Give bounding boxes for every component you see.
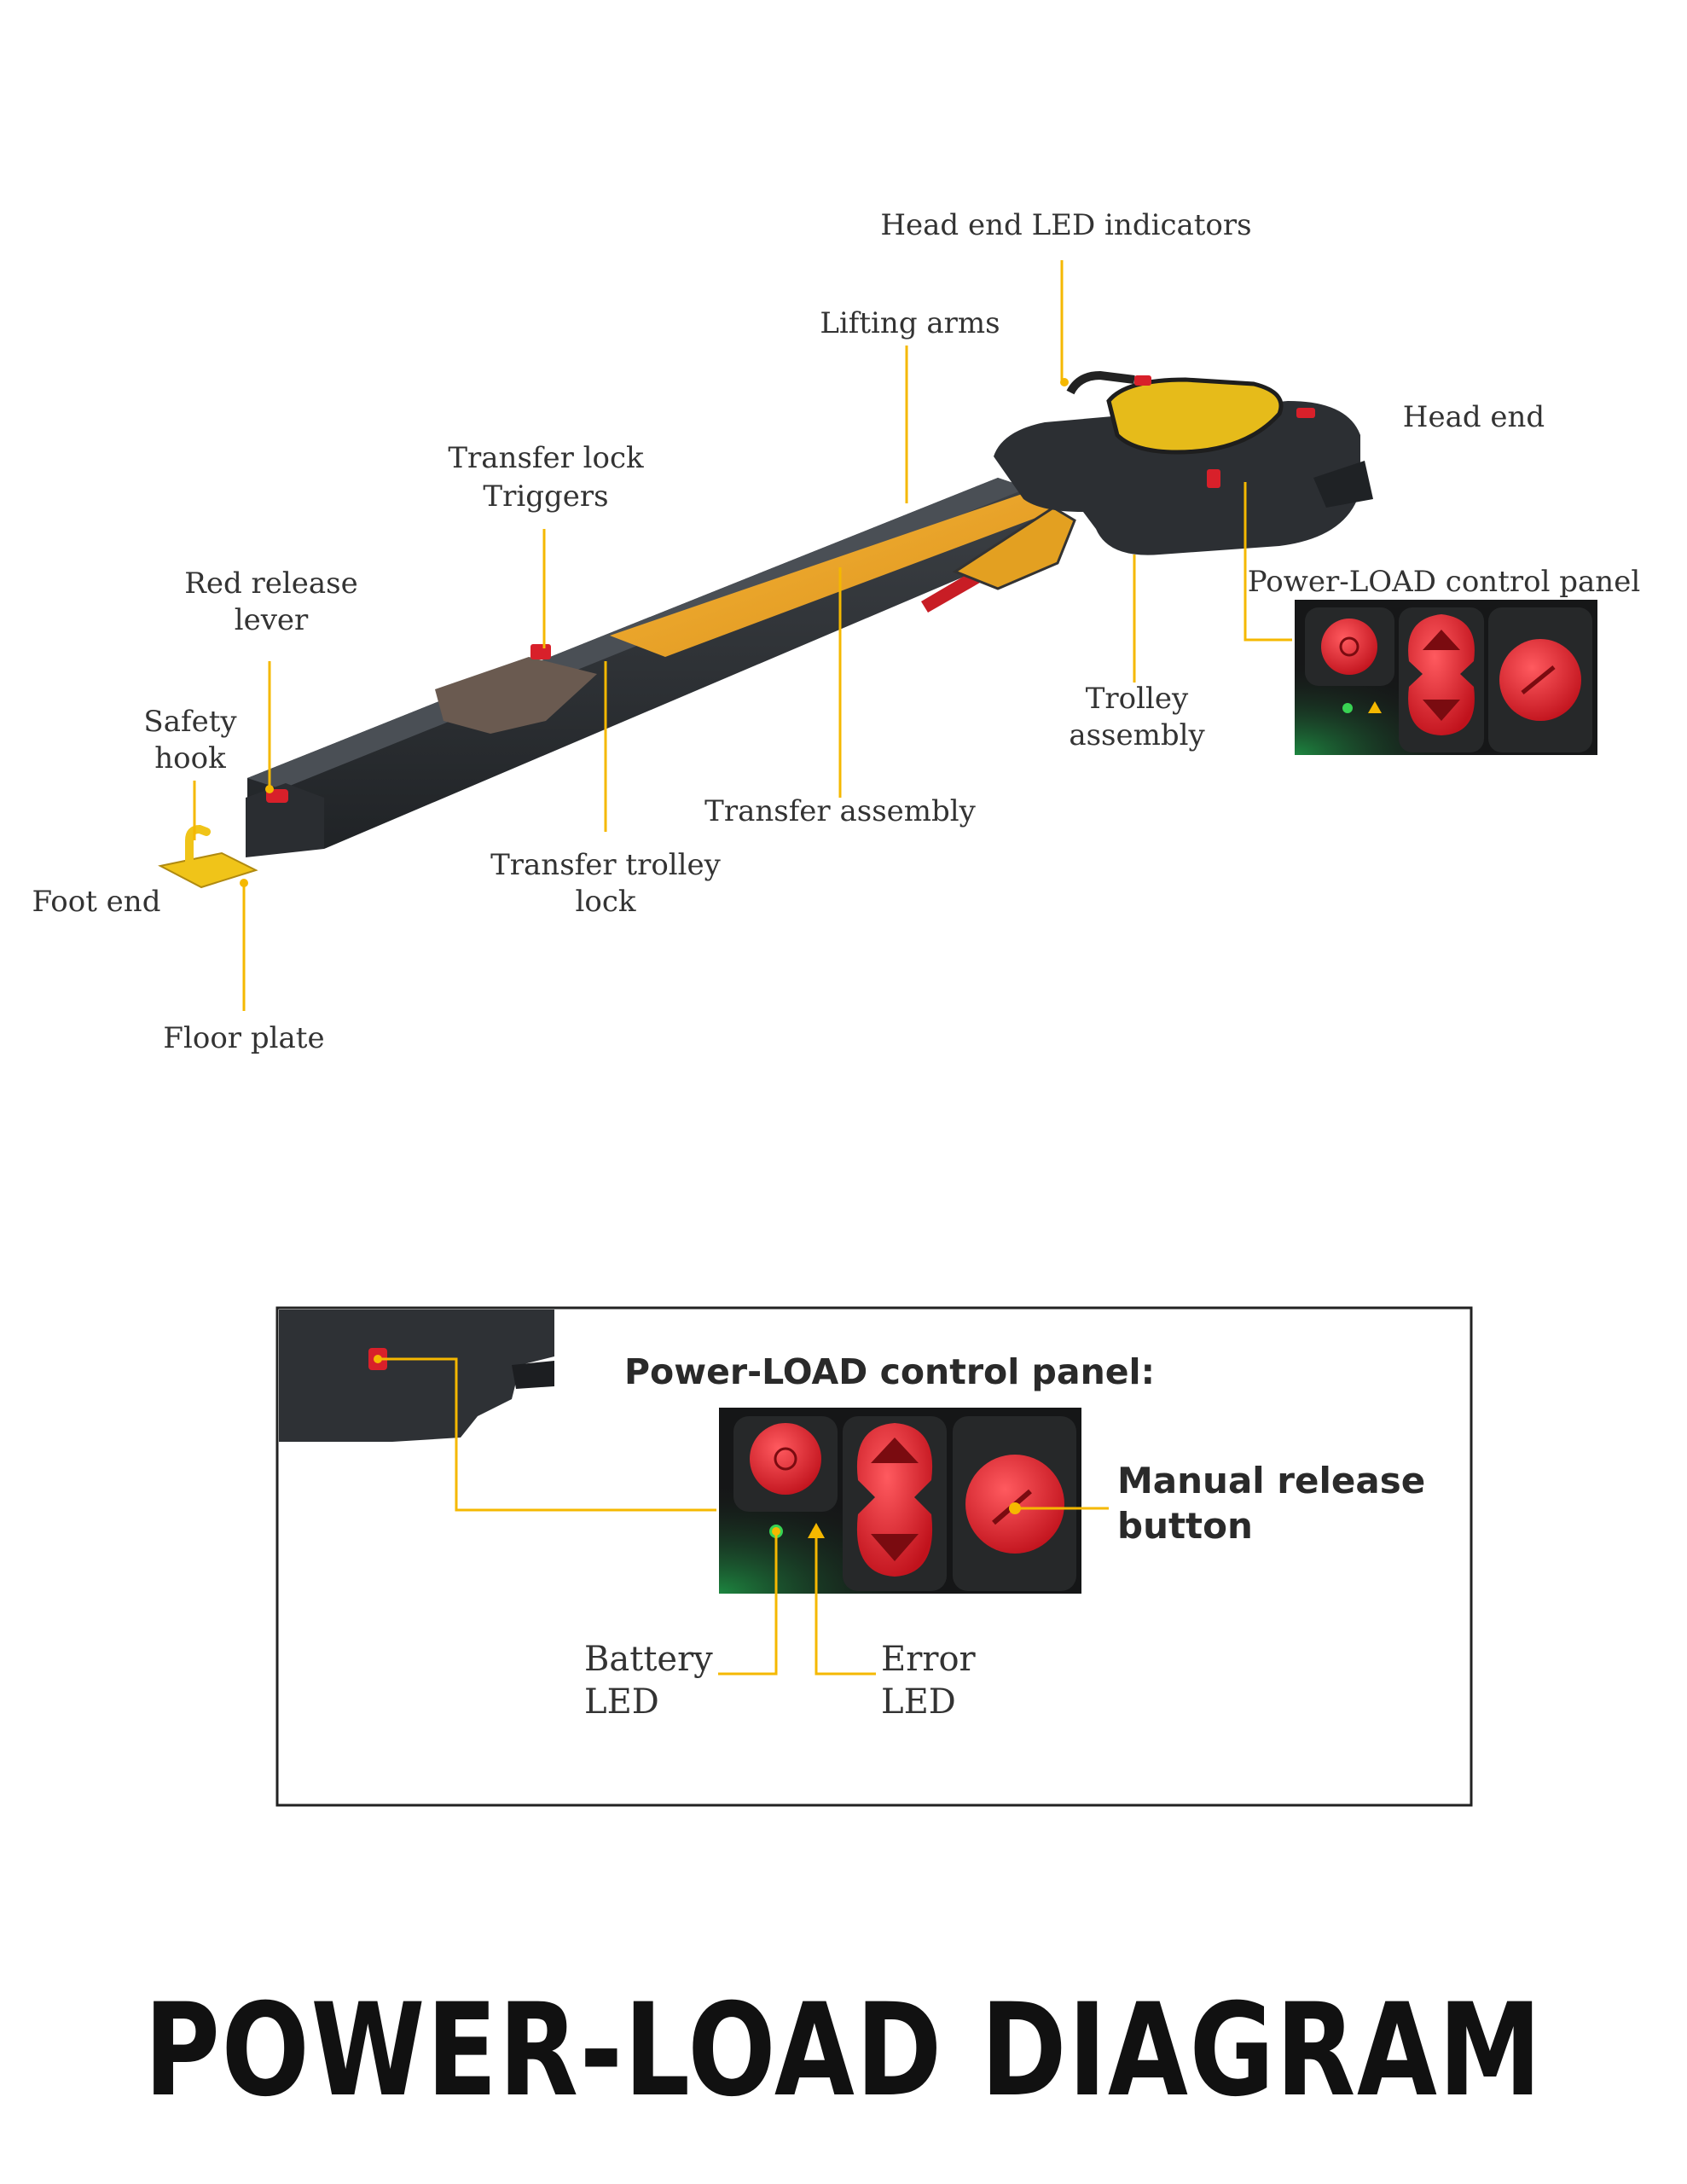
- battery-led-small: [1342, 703, 1353, 713]
- head-end-cover: [1106, 377, 1284, 455]
- label-red-release-2: lever: [235, 603, 309, 637]
- up-arrow-icon: [1423, 630, 1460, 650]
- safety-hook-shape: [185, 824, 211, 874]
- top-labels: Head end LED indicators Lifting arms Hea…: [32, 208, 1641, 1055]
- error-led-small: [1368, 701, 1382, 713]
- foot-end-block: [246, 783, 324, 857]
- label-lifting-arms: Lifting arms: [820, 306, 1000, 340]
- floor-plate-shape: [158, 851, 258, 889]
- label-head-end: Head end: [1403, 400, 1545, 434]
- power-load-illustration: [158, 370, 1373, 889]
- detail-leader-error: [815, 1531, 876, 1676]
- label-safety-hook-2: hook: [154, 741, 226, 775]
- label-trolley-2: assembly: [1069, 718, 1205, 752]
- head-end-red-tab-front: [1207, 469, 1220, 488]
- up-down-button-small: [1408, 614, 1475, 735]
- label-transfer-assembly: Transfer assembly: [704, 794, 976, 828]
- label-transfer-lock-1: Transfer lock: [448, 441, 644, 475]
- detail-error-2: LED: [881, 1682, 956, 1722]
- detail-manual-release-2: button: [1117, 1505, 1253, 1547]
- detail-panel-title: Power-LOAD control panel:: [624, 1351, 1155, 1392]
- label-trolley-1: Trolley: [1086, 682, 1189, 716]
- power-button-small: [1321, 619, 1377, 675]
- detail-box: Power-LOAD control panel: Manual release…: [275, 1306, 1473, 1807]
- detail-head-end-shape: [279, 1310, 554, 1442]
- leader-lines: [193, 260, 1292, 1011]
- detail-leader-panel: [378, 1357, 716, 1512]
- transfer-assembly-shape: [610, 491, 1075, 657]
- head-end-housing: [994, 401, 1360, 555]
- control-panel-inset: [1295, 600, 1597, 755]
- label-transfer-trolley-1: Transfer trolley: [490, 848, 722, 882]
- detail-battery-1: Battery: [584, 1640, 713, 1679]
- head-end-indicators-shape: [1066, 370, 1135, 395]
- transfer-lock-trigger: [530, 644, 551, 659]
- label-red-release-1: Red release: [184, 566, 358, 601]
- release-icon-small: [1521, 665, 1556, 694]
- head-end-red-tab-right: [1296, 408, 1315, 418]
- trolley-bracket: [952, 506, 1076, 590]
- power-button-large[interactable]: [750, 1423, 821, 1495]
- label-power-load-panel: Power-LOAD control panel: [1248, 565, 1640, 599]
- detail-manual-release-1: Manual release: [1117, 1460, 1425, 1502]
- head-end-foot: [1313, 461, 1373, 508]
- detail-error-1: Error: [881, 1640, 977, 1679]
- detail-leader-battery: [718, 1531, 778, 1676]
- label-foot-end: Foot end: [32, 885, 161, 919]
- label-safety-hook-1: Safety: [143, 705, 237, 739]
- down-arrow-icon-large: [871, 1534, 919, 1561]
- label-transfer-trolley-2: lock: [576, 885, 636, 919]
- label-transfer-lock-2: Triggers: [483, 479, 608, 514]
- transfer-lock-shape: [435, 657, 597, 734]
- head-end-red-tab-left: [1134, 375, 1151, 386]
- control-panel-large: [719, 1408, 1081, 1594]
- power-symbol-icon-large: [774, 1447, 797, 1471]
- page-title: POWER-LOAD DIAGRAM: [144, 1977, 1543, 2125]
- down-arrow-icon: [1423, 700, 1460, 721]
- label-floor-plate: Floor plate: [163, 1021, 324, 1055]
- up-arrow-icon-large: [871, 1438, 919, 1463]
- label-head-end-led: Head end LED indicators: [880, 208, 1251, 242]
- power-symbol-icon: [1339, 636, 1359, 657]
- detail-head-end-foot: [512, 1361, 554, 1389]
- detail-battery-2: LED: [584, 1682, 659, 1722]
